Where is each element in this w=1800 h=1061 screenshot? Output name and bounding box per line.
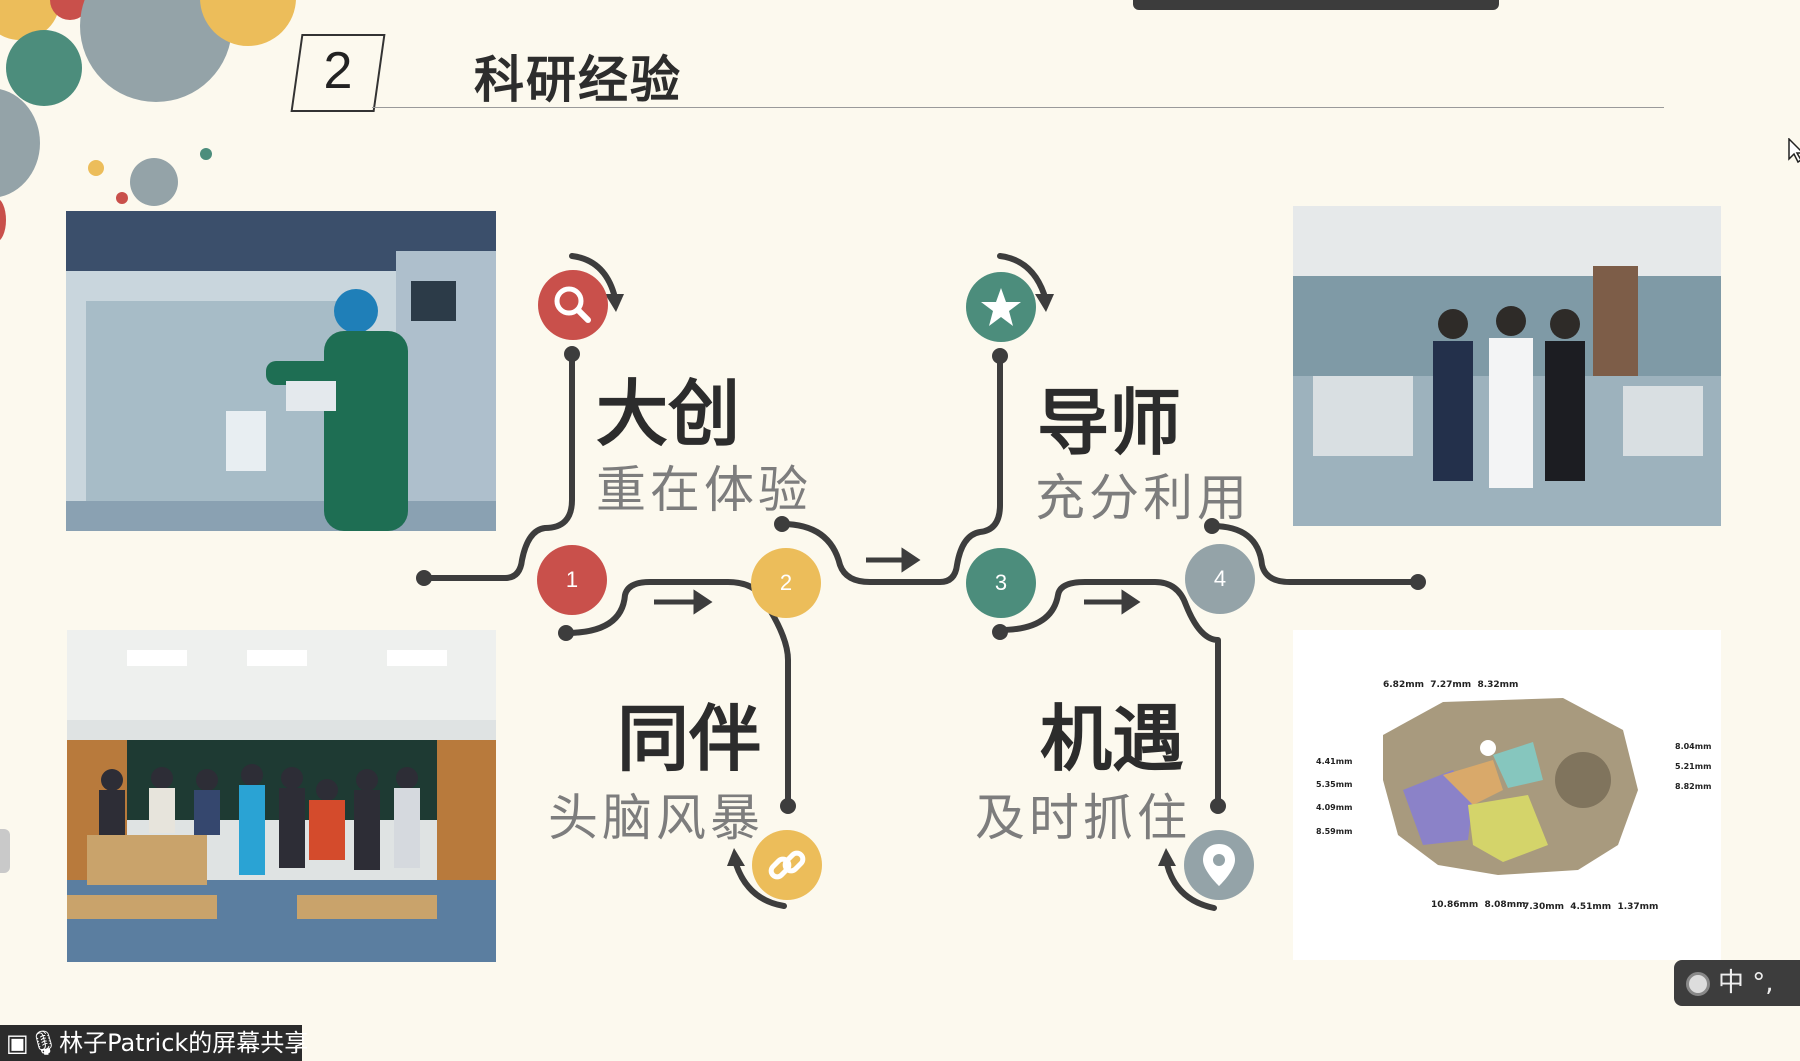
photo-mentor — [1293, 206, 1721, 526]
step-3-heading: 导师 — [1037, 381, 1182, 465]
slide-title: 科研经验 — [474, 51, 682, 109]
skull-top-labels: 6.82mm 7.27mm 8.32mm — [1383, 680, 1519, 690]
decor-dot-grey — [130, 158, 178, 206]
star-icon — [981, 288, 1021, 326]
screen-share-label: ▣🎙林子Patrick的屏幕共享 — [0, 1025, 308, 1061]
screen-share-text: 林子Patrick的屏幕共享 — [59, 1029, 309, 1057]
step-2-number: 2 — [751, 548, 821, 618]
window-top-bar — [1133, 0, 1499, 10]
ime-mode-icon[interactable] — [1686, 971, 1710, 996]
decor-circle-red-left — [0, 198, 6, 242]
ime-mode-label[interactable]: 中 °, — [1718, 968, 1774, 998]
step-1-subtitle: 重在体验 — [596, 461, 812, 519]
side-panel-tab[interactable] — [0, 829, 10, 873]
section-number: 2 — [323, 42, 353, 100]
title-underline — [372, 107, 1664, 108]
step-1-heading: 大创 — [596, 372, 741, 456]
search-icon — [554, 286, 591, 323]
decor-dot-yellow — [88, 160, 104, 176]
skull-bottom-right-labels: 7.30mm 4.51mm 1.37mm — [1523, 902, 1659, 912]
decor-dot-red — [116, 192, 128, 204]
location-pin-icon — [1203, 844, 1235, 886]
skull-bottom-left-labels: 10.86mm 8.08mm — [1431, 900, 1526, 910]
skull-right-label-3: 8.82mm — [1675, 782, 1712, 791]
step-4-heading: 机遇 — [1040, 697, 1185, 781]
step-2-icon-circle — [752, 830, 822, 900]
microphone-icon: 🎙 — [28, 1029, 60, 1057]
decor-circle-teal — [6, 30, 82, 106]
step-4-number: 4 — [1185, 544, 1255, 614]
step-3-icon-circle — [966, 272, 1036, 342]
step-2-heading: 同伴 — [617, 697, 762, 781]
skull-right-label-1: 8.04mm — [1675, 742, 1712, 751]
mouse-cursor-icon — [1788, 138, 1800, 164]
link-icon — [768, 850, 806, 880]
skull-measurement-figure: 6.82mm 7.27mm 8.32mm 4.41mm 5.35mm 4.09m… — [1293, 630, 1721, 960]
step-3-number: 3 — [966, 548, 1036, 618]
step-1-icon-circle — [538, 270, 608, 340]
skull-left-label-4: 8.59mm — [1316, 827, 1353, 836]
photo-group — [67, 630, 496, 962]
decor-dot-teal — [200, 148, 212, 160]
step-4-subtitle: 及时抓住 — [975, 789, 1191, 847]
skull-left-label-3: 4.09mm — [1316, 803, 1353, 812]
photo-lab-work — [66, 211, 496, 531]
screen-share-icon: ▣ — [6, 1029, 29, 1057]
skull-right-label-2: 5.21mm — [1675, 762, 1712, 771]
step-3-subtitle: 充分利用 — [1035, 469, 1251, 527]
step-4-icon-circle — [1184, 830, 1254, 900]
skull-left-label-2: 5.35mm — [1316, 780, 1353, 789]
step-2-subtitle: 头脑风暴 — [548, 789, 764, 847]
step-1-number: 1 — [537, 545, 607, 615]
ime-toolbar[interactable]: 中 °, — [1674, 960, 1800, 1006]
skull-left-label-1: 4.41mm — [1316, 757, 1353, 766]
